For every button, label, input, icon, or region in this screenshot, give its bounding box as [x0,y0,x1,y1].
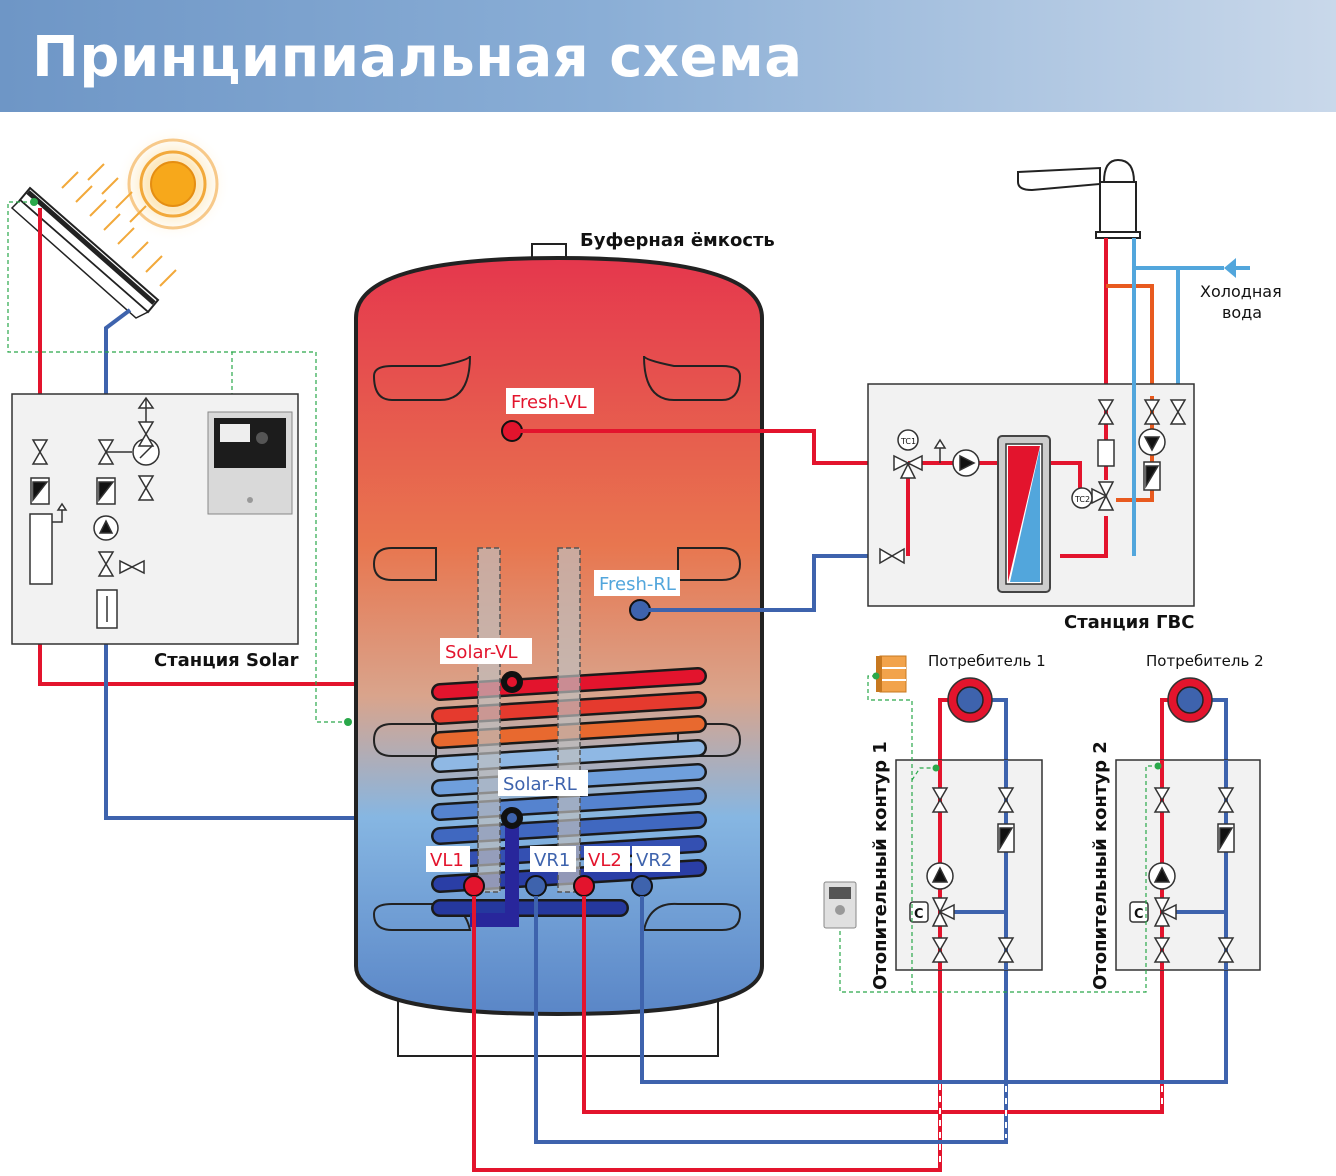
port-vl2-label: VL2 [588,850,622,871]
controller-c1-label: C [914,907,924,922]
heating-signal-lines [839,675,1158,993]
port-vl1-label: VL1 [430,850,464,871]
heating-circuit-pipes [472,698,1228,1172]
room-thermostat-icon [823,881,857,929]
heating-circuit-1-box [895,759,1043,971]
port-labels: Fresh-VL Fresh-RL Solar-VL Solar-RL VL1 … [426,388,680,872]
solar-return-tube [470,820,519,927]
consumer-1-label: Потребитель 1 [928,652,1046,670]
circuit-1-label: Отопительный контур 1 [870,741,891,990]
cold-water-label-2: вода [1222,303,1262,322]
sun-rays [61,163,177,287]
buffer-tank-label: Буферная ёмкость [580,230,775,251]
consumer-2-icon [1167,677,1213,723]
heating-circuit-components [909,787,1235,963]
heating-circuit-2-box [1115,759,1261,971]
circuit-2-label: Отопительный контур 2 [1090,741,1111,990]
cold-water-arrow [1224,258,1250,278]
solar-signal-lines [7,201,348,723]
dhw-heat-exchanger [997,435,1051,593]
port-vr2-label: VR2 [636,850,672,871]
consumer-1-icon [947,677,993,723]
tc2-label: TC2 [1074,495,1090,504]
faucet-icon [1017,158,1141,239]
solar-collector [10,186,160,319]
tc1-label: TC1 [900,437,916,446]
dhw-station-label: Станция ГВС [1064,612,1194,633]
solar-controller [207,411,293,515]
controller-c2-label: C [1134,907,1144,922]
header-bar: Принципиальная схема [0,0,1336,112]
port-fresh-vl-label: Fresh-VL [511,392,587,413]
port-solar-rl-label: Solar-RL [503,774,577,795]
solar-station-components [29,396,293,629]
cold-water-label-1: Холодная [1200,282,1282,301]
stratification-tubes [477,547,581,893]
pipe-crossing-dashes [939,1084,1163,1168]
outdoor-sensor-icon [876,655,907,693]
consumer-2-label: Потребитель 2 [1146,652,1264,670]
port-vr1-label: VR1 [534,850,570,871]
solar-station-label: Станция Solar [154,650,299,671]
sun-icon [115,126,231,242]
port-fresh-rl-label: Fresh-RL [599,574,676,595]
dhw-station-components: TC1 TC2 [879,399,1187,565]
port-solar-vl-label: Solar-VL [445,642,518,663]
page-title: Принципиальная схема [32,25,803,90]
